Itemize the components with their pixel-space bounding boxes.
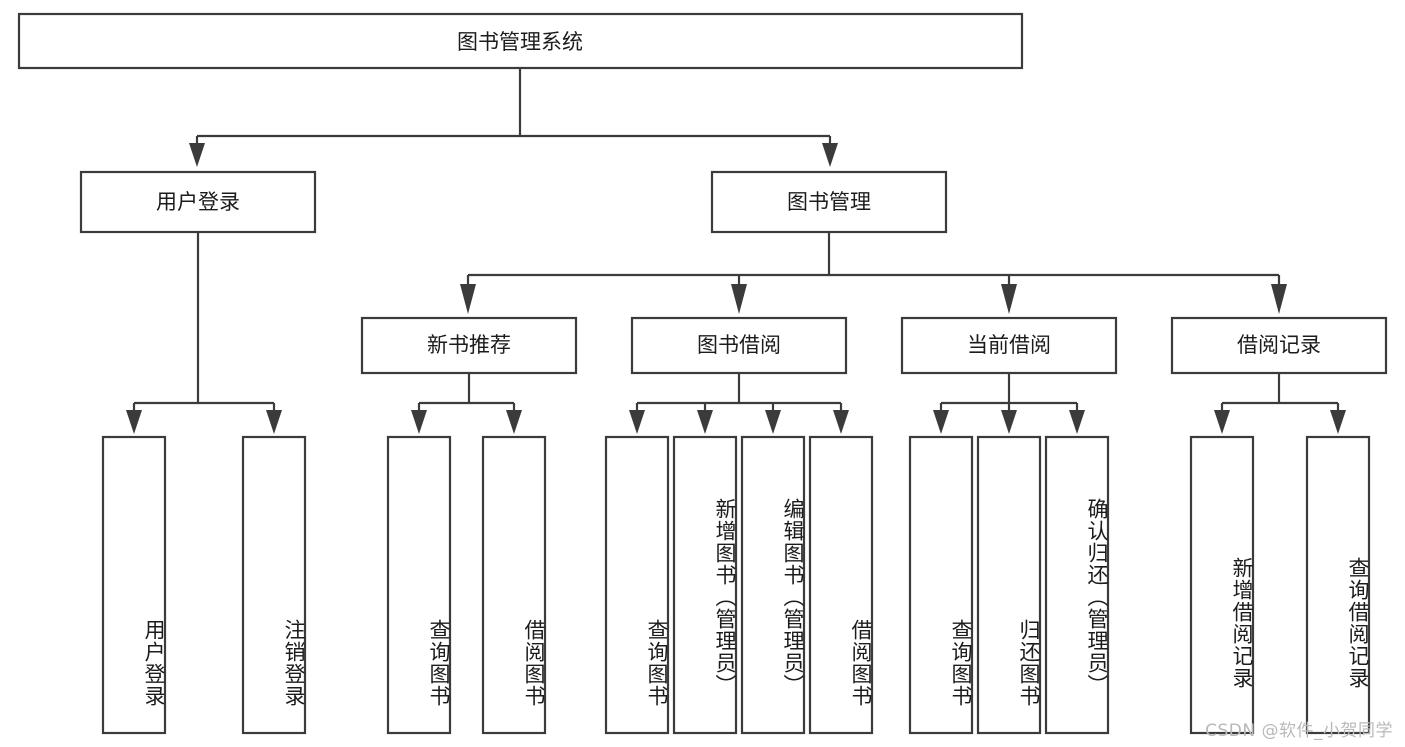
arrowhead-book-mgmt-child-2 bbox=[731, 284, 747, 314]
arrowhead-current-borrow-leaf-2 bbox=[1001, 410, 1017, 434]
node-new-book-box[interactable] bbox=[360, 316, 578, 375]
node-borrow-record-box[interactable] bbox=[1170, 316, 1388, 375]
arrowhead-book-mgmt-child-3 bbox=[1001, 284, 1017, 314]
leaf-box-borrow-record-1[interactable] bbox=[1189, 435, 1255, 735]
leaf-box-book-borrow-3[interactable] bbox=[740, 435, 806, 735]
leaf-box-new-book-2[interactable] bbox=[481, 435, 547, 735]
arrowhead-book-borrow-leaf-2 bbox=[697, 410, 713, 434]
leaf-box-book-borrow-4[interactable] bbox=[808, 435, 874, 735]
arrowhead-book-mgmt-child-4 bbox=[1271, 284, 1287, 314]
leaf-box-current-borrow-1[interactable] bbox=[908, 435, 974, 735]
node-user-login-label: 用户登录 bbox=[156, 190, 240, 214]
node-book-mgmt-label: 图书管理 bbox=[787, 190, 871, 214]
leaf-box-current-borrow-3[interactable] bbox=[1044, 435, 1110, 735]
arrowhead-root-to-user-login bbox=[189, 143, 205, 167]
arrowhead-new-book-leaf-2 bbox=[506, 410, 522, 434]
leaf-box-book-borrow-2[interactable] bbox=[672, 435, 738, 735]
watermark-label: CSDN @软件_小贺同学 bbox=[1205, 721, 1393, 741]
node-current-borrow-box[interactable] bbox=[900, 316, 1118, 375]
arrowhead-book-mgmt-child-1 bbox=[460, 284, 476, 314]
leaf-box-book-borrow-1[interactable] bbox=[604, 435, 670, 735]
leaf-box-current-borrow-2[interactable] bbox=[976, 435, 1042, 735]
node-new-book-label: 新书推荐 bbox=[427, 333, 511, 357]
arrowhead-current-borrow-leaf-1 bbox=[933, 410, 949, 434]
arrowhead-book-borrow-leaf-3 bbox=[765, 410, 781, 434]
leaf-box-borrow-record-2[interactable] bbox=[1305, 435, 1371, 735]
arrowhead-user-login-leaf-1 bbox=[126, 410, 142, 434]
node-borrow-record-label: 借阅记录 bbox=[1237, 333, 1321, 357]
arrowhead-root-to-book-mgmt bbox=[822, 143, 838, 167]
node-book-mgmt-box[interactable] bbox=[710, 170, 948, 234]
arrowhead-user-login-leaf-2 bbox=[266, 410, 282, 434]
node-book-borrow-label: 图书借阅 bbox=[697, 333, 781, 357]
arrowhead-new-book-leaf-1 bbox=[411, 410, 427, 434]
leaf-box-new-book-1[interactable] bbox=[386, 435, 452, 735]
arrowhead-book-borrow-leaf-4 bbox=[833, 410, 849, 434]
arrowhead-book-borrow-leaf-1 bbox=[629, 410, 645, 434]
arrowhead-borrow-record-leaf-2 bbox=[1330, 410, 1346, 434]
leaf-box-user-login-2[interactable] bbox=[241, 435, 307, 735]
leaf-box-user-login-1[interactable] bbox=[101, 435, 167, 735]
arrowhead-current-borrow-leaf-3 bbox=[1069, 410, 1085, 434]
node-current-borrow-label: 当前借阅 bbox=[967, 333, 1051, 357]
node-book-borrow-box[interactable] bbox=[630, 316, 848, 375]
node-root-box[interactable] bbox=[17, 12, 1024, 70]
node-root-label: 图书管理系统 bbox=[457, 30, 583, 54]
arrowhead-borrow-record-leaf-1 bbox=[1214, 410, 1230, 434]
